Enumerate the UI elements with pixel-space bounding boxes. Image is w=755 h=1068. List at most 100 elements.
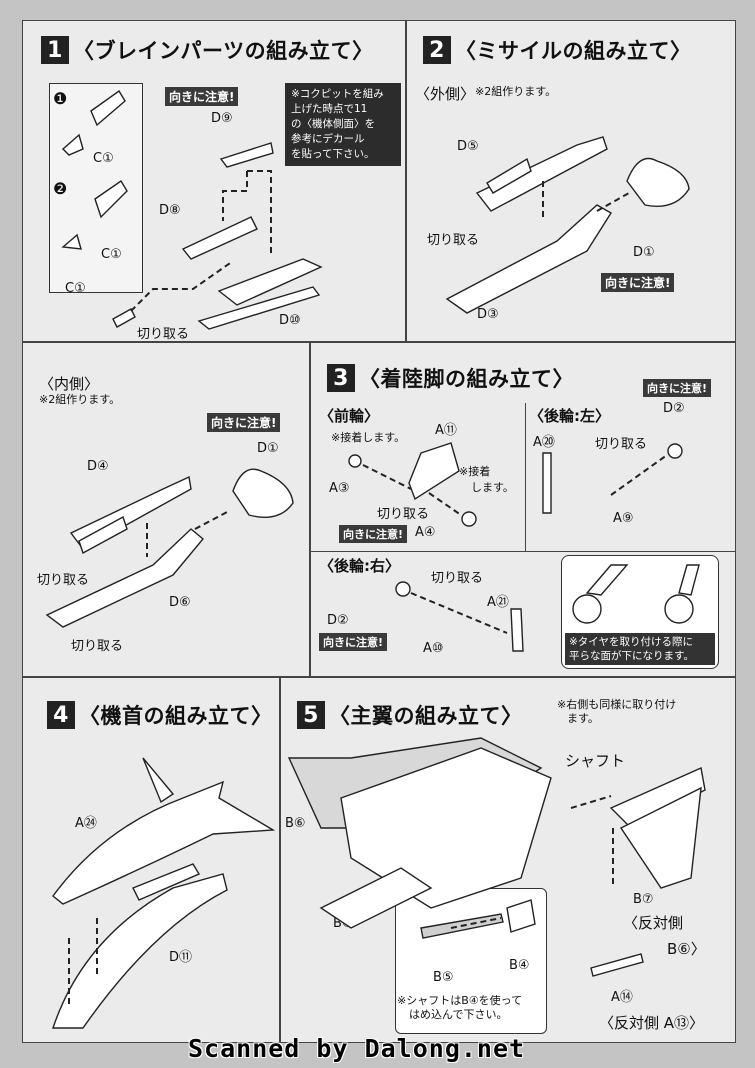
divider bbox=[525, 403, 526, 551]
note-line: の〈機体側面〉を bbox=[291, 118, 375, 130]
part-label-b7: B⑦ bbox=[633, 892, 654, 907]
step3-panel: 3 〈着陸脚の組み立て〉 〈前輪〉 ※接着します。 ※接着 します。 A⑪ A③… bbox=[310, 342, 736, 677]
divider bbox=[311, 551, 735, 552]
step2-title: 2 〈ミサイルの組み立て〉 bbox=[423, 35, 692, 65]
part-label-b4: B④ bbox=[509, 958, 530, 973]
note-line: ます。 bbox=[567, 712, 599, 725]
part-label-a20: A⑳ bbox=[533, 435, 555, 450]
note-line: ※右側も同様に取り付け bbox=[557, 698, 677, 711]
part-label-c1: C① bbox=[65, 281, 86, 296]
step-number: 1 bbox=[41, 36, 69, 64]
step1-panel: 1 〈ブレインパーツの組み立て〉 ❶ ❷ C① C① C① 向きに注意! D⑨ … bbox=[22, 20, 406, 342]
front-wheel-title: 〈前輪〉 bbox=[319, 407, 380, 425]
tire-note: ※タイヤを取り付ける際に 平らな面が下になります。 bbox=[565, 633, 715, 665]
orientation-warning: 向きに注意! bbox=[165, 87, 239, 106]
substep-1-marker: ❶ bbox=[53, 89, 68, 108]
orientation-warning: 向きに注意! bbox=[601, 273, 675, 292]
step2-panel: 2 〈ミサイルの組み立て〉 〈外側〉 ※2組作ります。 D⑤ D① D③ 切り取… bbox=[406, 20, 736, 342]
note-line: 上げた時点で11 bbox=[291, 103, 368, 115]
part-label-d4: D④ bbox=[87, 459, 109, 474]
inner-title: 〈内側〉 bbox=[39, 375, 100, 393]
part-label-d1: D① bbox=[633, 245, 655, 260]
step5-illustration bbox=[287, 737, 706, 977]
part-label-d9: D⑨ bbox=[211, 111, 233, 126]
opposite-side-label: 〈反対側 bbox=[623, 914, 684, 932]
outer-note: ※2組作ります。 bbox=[475, 85, 557, 98]
orientation-warning: 向きに注意! bbox=[643, 379, 712, 397]
step5-note: ※右側も同様に取り付け ます。 bbox=[557, 698, 676, 726]
glue-note: します。 bbox=[471, 481, 514, 494]
step-number: 4 bbox=[47, 701, 75, 729]
rear-left-title: 〈後輪:左〉 bbox=[529, 407, 610, 425]
step-number: 5 bbox=[297, 701, 325, 729]
decal-note: ※コクピットを組み 上げた時点で11 の〈機体側面〉を 参考にデカール を貼って… bbox=[285, 83, 401, 166]
outer-label: 〈外側〉 bbox=[415, 85, 476, 103]
step5-panel: 5 〈主翼の組み立て〉 ※右側も同様に取り付け ます。 シャフト B⑥ B⑤ B… bbox=[280, 677, 736, 1043]
step4-panel: 4 〈機首の組み立て〉 A㉔ D⑪ bbox=[22, 677, 280, 1043]
inner-note: ※2組作ります。 bbox=[39, 393, 121, 406]
note-line: ※タイヤを取り付ける際に bbox=[569, 636, 693, 648]
part-label-b5: B⑤ bbox=[433, 970, 454, 985]
part-label-d2: D② bbox=[327, 613, 349, 628]
inner-illustration bbox=[45, 468, 294, 628]
step4-title: 4 〈機首の組み立て〉 bbox=[47, 700, 273, 730]
note-line: を貼って下さい。 bbox=[291, 148, 375, 160]
orientation-warning: 向きに注意! bbox=[319, 633, 388, 651]
part-label-d3: D③ bbox=[477, 307, 499, 322]
part-label-d6: D⑥ bbox=[169, 595, 191, 610]
step4-title-text: 〈機首の組み立て〉 bbox=[79, 704, 273, 728]
part-label-a9: A⑨ bbox=[613, 511, 634, 526]
cut-label: 切り取る bbox=[137, 327, 190, 342]
part-label-c1: C① bbox=[101, 247, 122, 262]
note-line: 参考にデカール bbox=[291, 133, 365, 145]
step1-title: 1 〈ブレインパーツの組み立て〉 bbox=[41, 35, 374, 65]
orientation-warning: 向きに注意! bbox=[339, 525, 408, 543]
part-label-d2: D② bbox=[663, 401, 685, 416]
part-label-b6: B⑥ bbox=[285, 816, 306, 831]
part-label-d5: D⑤ bbox=[457, 139, 479, 154]
step-number: 3 bbox=[327, 364, 355, 392]
step1-title-text: 〈ブレインパーツの組み立て〉 bbox=[73, 39, 374, 63]
glue-note: ※接着します。 bbox=[331, 431, 406, 444]
step3-title-text: 〈着陸脚の組み立て〉 bbox=[359, 367, 574, 391]
cut-label: 切り取る bbox=[431, 571, 484, 586]
part-label-b6-opposite: B⑥〉 bbox=[667, 940, 706, 958]
scan-credit: Scanned by Dalong.net bbox=[188, 1034, 526, 1063]
cut-label: 切り取る bbox=[71, 639, 124, 654]
step4-illustration bbox=[52, 757, 276, 1029]
cut-label: 切り取る bbox=[377, 507, 430, 522]
step-number: 2 bbox=[423, 36, 451, 64]
part-label-d11: D⑪ bbox=[169, 950, 193, 965]
shaft-note: ※シャフトはB④を使って はめ込んで下さい。 bbox=[397, 994, 522, 1022]
cut-label: 切り取る bbox=[427, 233, 480, 248]
note-line: 平らな面が下になります。 bbox=[569, 650, 694, 662]
step5-title-text: 〈主翼の組み立て〉 bbox=[329, 704, 523, 728]
part-label-c1: C① bbox=[93, 151, 114, 166]
note-line: ※コクピットを組み bbox=[291, 88, 384, 100]
part-label-a3: A③ bbox=[329, 481, 350, 496]
step2-illustration bbox=[445, 136, 690, 314]
cut-label: 切り取る bbox=[37, 573, 90, 588]
glue-note: ※接着 bbox=[459, 465, 491, 478]
step5-title: 5 〈主翼の組み立て〉 bbox=[297, 700, 523, 730]
orientation-warning: 向きに注意! bbox=[207, 413, 281, 432]
part-label-a11: A⑪ bbox=[435, 423, 457, 438]
inner-panel: 〈内側〉 ※2組作ります。 向きに注意! D④ D① D⑥ 切り取る 切り取る bbox=[22, 342, 310, 677]
note-line: ※シャフトはB④を使って bbox=[397, 994, 523, 1007]
part-label-a10: A⑩ bbox=[423, 641, 444, 656]
part-label-a14: A⑭ bbox=[611, 990, 633, 1005]
part-label-a21: A㉑ bbox=[487, 595, 509, 610]
substep-2-marker: ❷ bbox=[53, 179, 68, 198]
opposite-side-label: 〈反対側 A⑬〉 bbox=[599, 1014, 705, 1032]
cut-label: 切り取る bbox=[595, 437, 648, 452]
note-line: はめ込んで下さい。 bbox=[409, 1008, 508, 1021]
step2-title-text: 〈ミサイルの組み立て〉 bbox=[455, 39, 692, 63]
part-label-d1: D① bbox=[257, 441, 279, 456]
step1-illustration bbox=[61, 89, 323, 330]
part-label-d8: D⑧ bbox=[159, 203, 181, 218]
step3-title: 3 〈着陸脚の組み立て〉 bbox=[327, 363, 574, 393]
rear-right-title: 〈後輪:右〉 bbox=[319, 557, 400, 575]
shaft-label: シャフト bbox=[565, 752, 626, 770]
part-label-a4: A④ bbox=[415, 525, 436, 540]
